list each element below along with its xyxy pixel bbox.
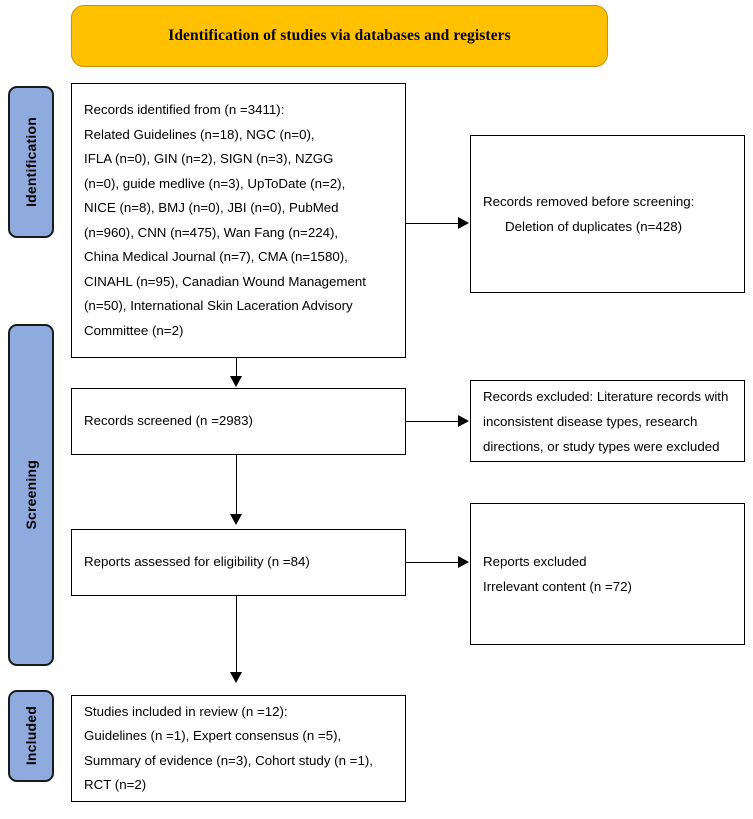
phase-tab-included: Included: [8, 690, 54, 782]
box-line: China Medical Journal (n=7), CMA (n=1580…: [84, 249, 348, 264]
stage-banner-title: Identification of studies via databases …: [168, 27, 511, 44]
connector-eligibility-to-included: [236, 596, 237, 673]
box-reports-assessed-for-eligibility: Reports assessed for eligibility (n =84): [71, 529, 406, 596]
box-line: (n=50), International Skin Laceration Ad…: [84, 298, 353, 313]
box-line: Committee (n=2): [84, 322, 184, 338]
connector-screened-to-records-excluded: [406, 421, 459, 422]
connector-screened-to-eligibility: [236, 455, 237, 515]
connector-identified-to-screened: [236, 358, 237, 377]
box-line: (n=0), guide medlive (n=3), UpToDate (n=…: [84, 175, 346, 191]
box-line: RCT (n=2): [84, 777, 147, 792]
arrowhead-down-icon: [230, 376, 242, 387]
phase-tab-identification: Identification: [8, 86, 54, 238]
box-line: Guidelines (n =1), Expert consensus (n =…: [84, 728, 342, 743]
phase-tab-included-label: Included: [23, 706, 39, 766]
arrowhead-right-icon: [458, 415, 469, 427]
stage-banner: Identification of studies via databases …: [71, 5, 608, 67]
box-line: IFLA (n=0), GIN (n=2), SIGN (n=3), NZGG: [84, 151, 334, 166]
box-reports-excluded: Reports excluded Irrelevant content (n =…: [470, 503, 745, 645]
phase-tab-screening: Screening: [8, 324, 54, 666]
box-line: Irrelevant content (n =72): [483, 579, 632, 594]
box-line: Reports excluded: [483, 554, 587, 569]
box-line: inconsistent disease types, research: [483, 413, 698, 429]
box-line: Reports assessed for eligibility (n =84): [84, 554, 310, 570]
box-records-excluded: Records excluded: Literature records wit…: [470, 380, 745, 462]
box-studies-included-in-review: Studies included in review (n =12): Guid…: [71, 695, 406, 802]
arrowhead-down-icon: [230, 672, 242, 683]
box-records-removed-before-screening: Records removed before screening: Deleti…: [470, 135, 745, 293]
box-line: NICE (n=8), BMJ (n=0), JBI (n=0), PubMed: [84, 200, 339, 215]
box-line: Records identified from (n =3411):: [84, 102, 285, 117]
box-line: Records screened (n =2983): [84, 413, 253, 429]
box-line: CINAHL (n=95), Canadian Wound Management: [84, 273, 366, 289]
box-line: Records excluded: Literature records wit…: [483, 388, 729, 404]
arrowhead-right-icon: [458, 217, 469, 229]
box-records-identified: Records identified from (n =3411): Relat…: [71, 83, 406, 358]
box-line: Studies included in review (n =12):: [84, 703, 288, 719]
connector-eligibility-to-reports-excluded: [406, 562, 459, 563]
phase-tab-identification-label: Identification: [23, 117, 39, 207]
arrowhead-down-icon: [230, 514, 242, 525]
box-line: Summary of evidence (n=3), Cohort study …: [84, 752, 373, 768]
box-line: Related Guidelines (n=18), NGC (n=0),: [84, 126, 315, 142]
box-line: (n=960), CNN (n=475), Wan Fang (n=224),: [84, 224, 339, 240]
arrowhead-right-icon: [458, 556, 469, 568]
box-records-screened: Records screened (n =2983): [71, 388, 406, 455]
box-line: Records removed before screening:: [483, 194, 695, 209]
phase-tab-screening-label: Screening: [23, 460, 39, 530]
box-line: Deletion of duplicates (n=428): [505, 219, 683, 234]
connector-identified-to-removed: [406, 223, 459, 224]
box-line: directions, or study types were excluded: [483, 438, 720, 454]
